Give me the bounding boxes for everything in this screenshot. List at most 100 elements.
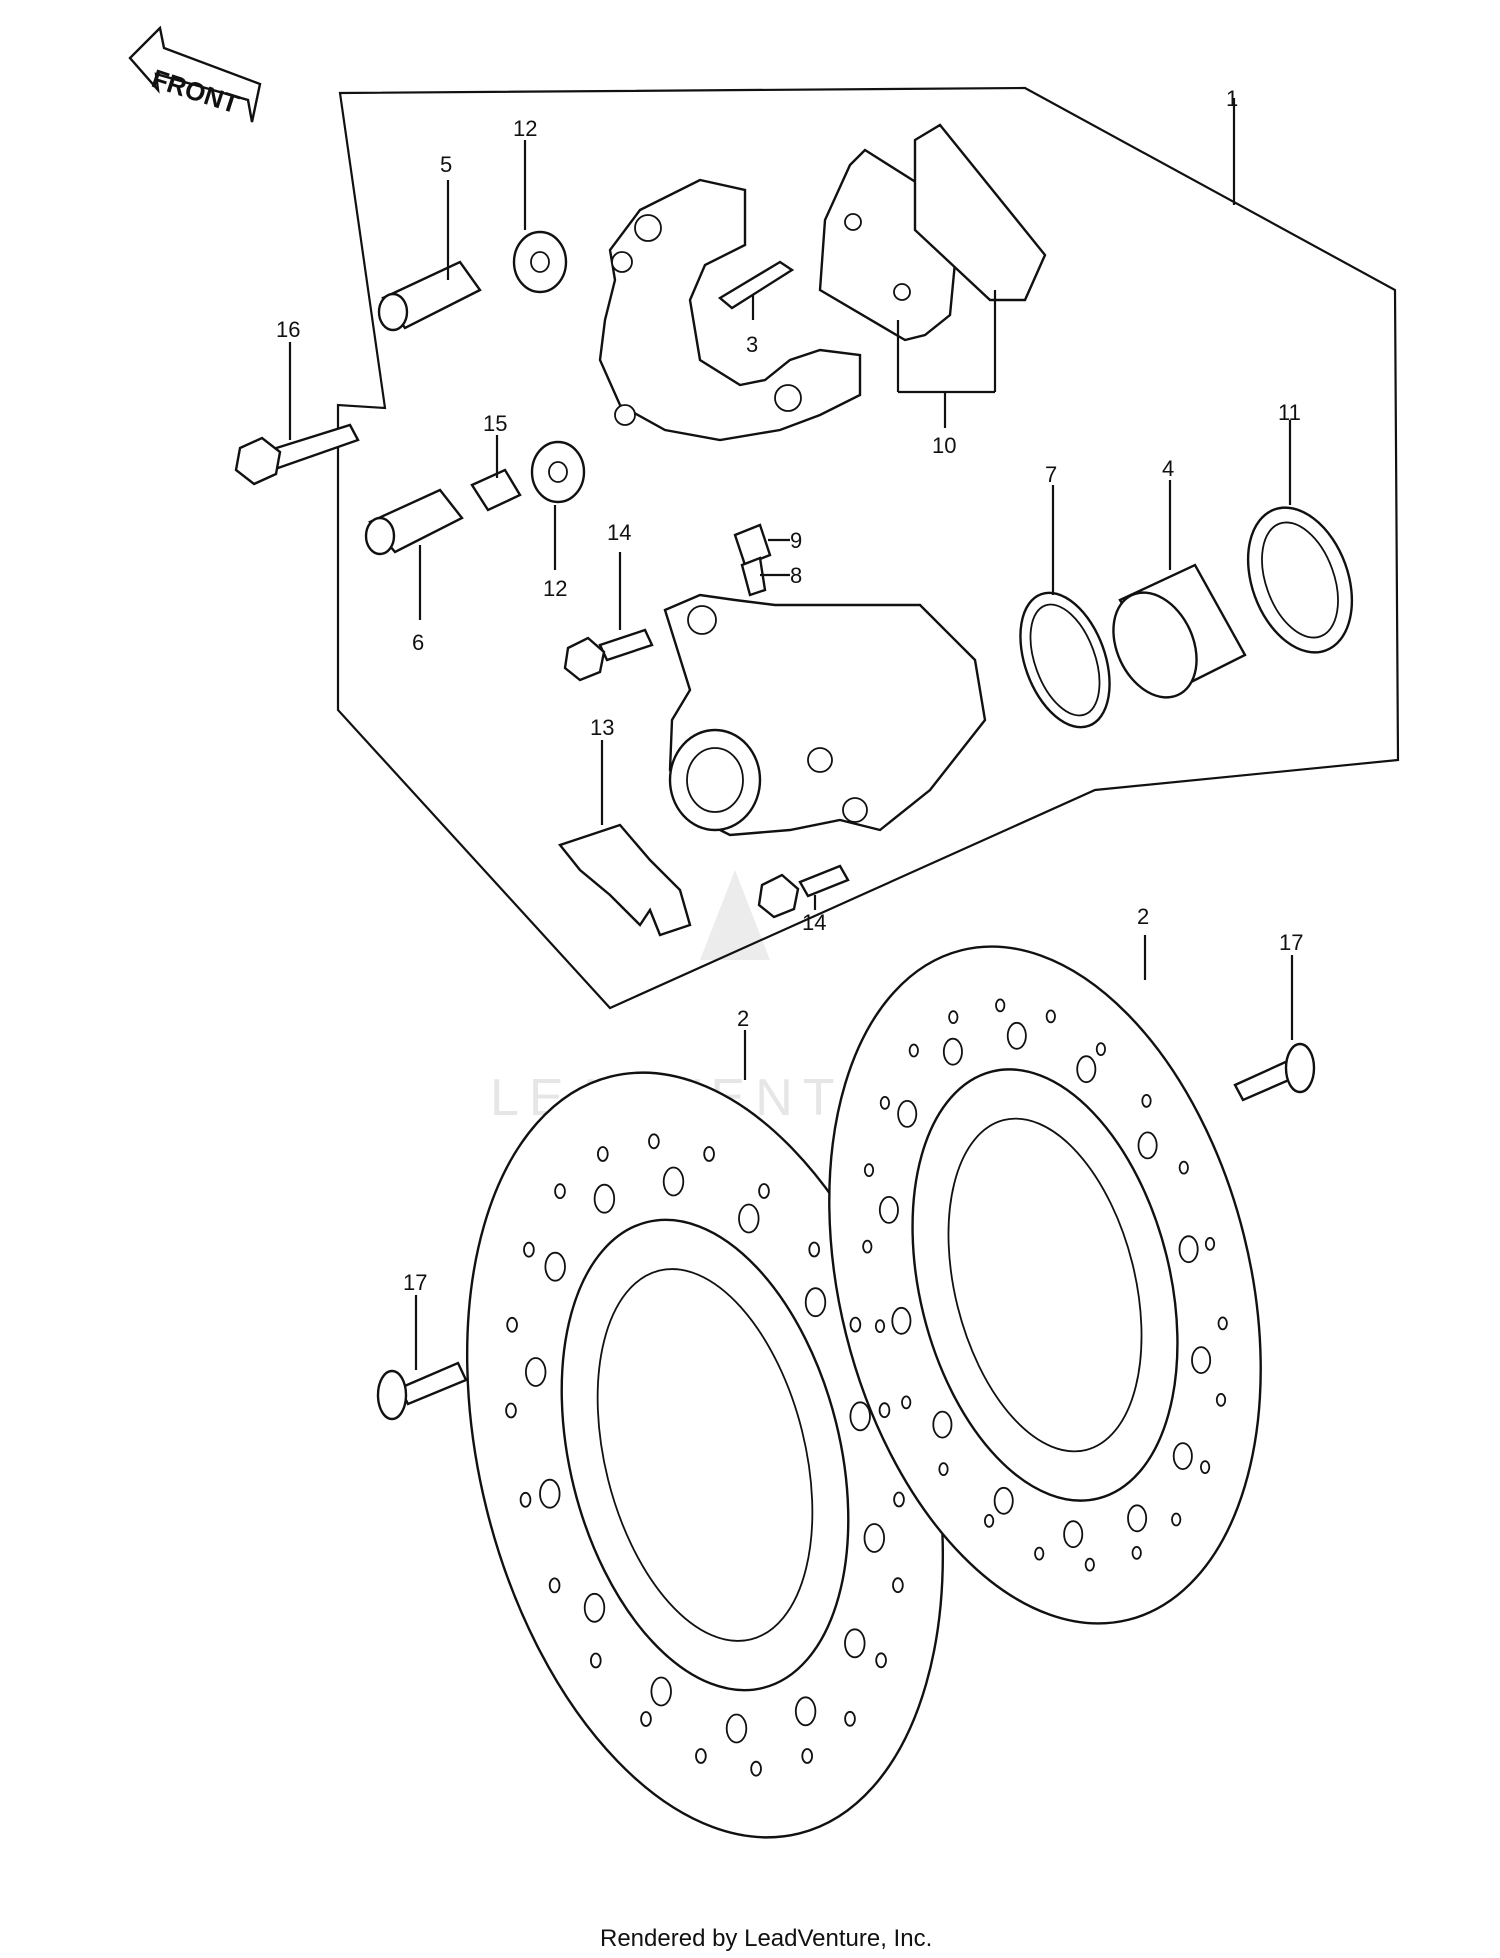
callout-2-right: 2 [1137, 904, 1149, 929]
brake-pad-set [818, 123, 1047, 342]
callout-11: 11 [1278, 400, 1301, 425]
dust-boot-lower [530, 440, 586, 504]
disc-vent-hole [758, 1183, 770, 1199]
callout-2-left: 2 [737, 1006, 749, 1031]
callout-9: 9 [790, 528, 802, 553]
disc-lightening-hole [891, 1306, 912, 1335]
callout-17-right: 17 [1279, 930, 1303, 955]
disc-lightening-hole [942, 1037, 963, 1066]
disc-lightening-hole [738, 1203, 760, 1234]
disc-lightening-hole [993, 1486, 1014, 1515]
disc-vent-hole [892, 1577, 904, 1594]
disc-vent-hole [1095, 1042, 1107, 1056]
disc-vent-hole [695, 1748, 707, 1764]
disc-vent-hole [1034, 1546, 1045, 1561]
disc-vent-hole [995, 998, 1006, 1013]
bolt-long [234, 423, 360, 486]
disc-vent-hole [983, 1514, 995, 1528]
leader-lines [288, 98, 1294, 1370]
disc-vent-hole [874, 1319, 886, 1333]
disc-vent-hole [703, 1146, 715, 1162]
disc-vent-hole [948, 1010, 959, 1024]
callouts: 1 2 2 3 4 5 6 7 8 9 10 11 12 12 13 14 14… [276, 86, 1303, 1295]
brake-disc-left [465, 1071, 945, 1839]
disc-bolt-left [376, 1361, 468, 1421]
callout-12-lower: 12 [543, 576, 567, 601]
disc-vent-hole [554, 1183, 566, 1200]
disc-vent-hole [844, 1710, 856, 1727]
piston-dust-seal [1246, 506, 1354, 654]
disc-lightening-hole [1178, 1235, 1199, 1264]
disc-lightening-hole [1076, 1055, 1097, 1084]
disc-vent-hole [878, 1402, 891, 1419]
disc-vent-hole [505, 1402, 517, 1419]
disc-vent-hole [875, 1652, 887, 1669]
disc-lightening-hole [583, 1592, 606, 1623]
caliper-body [663, 593, 987, 837]
disc-vent-hole [893, 1491, 905, 1508]
disc-vent-hole [506, 1316, 518, 1333]
callout-13: 13 [590, 715, 614, 740]
disc-vent-hole [1084, 1557, 1095, 1572]
disc-vent-hole [862, 1239, 873, 1254]
callout-7: 7 [1045, 462, 1057, 487]
disc-vent-hole [519, 1491, 532, 1508]
mounting-bolt-upper [563, 628, 654, 682]
callout-12-upper: 12 [513, 116, 537, 141]
disc-lightening-hole [1006, 1021, 1027, 1050]
pin-sleeve [470, 468, 522, 512]
disc-lightening-hole [725, 1713, 748, 1744]
callout-3: 3 [746, 332, 758, 357]
disc-vent-hole [1215, 1393, 1227, 1407]
callout-6: 6 [412, 630, 424, 655]
disc-vent-hole [648, 1133, 660, 1150]
disc-vent-hole [801, 1748, 813, 1764]
callout-8: 8 [790, 563, 802, 588]
disc-lightening-hole [544, 1251, 566, 1282]
disc-lightening-hole [794, 1696, 817, 1727]
disc-vent-hole [863, 1163, 875, 1177]
disc-lightening-hole [1172, 1442, 1193, 1470]
disc-vent-hole [548, 1577, 561, 1594]
callout-10: 10 [932, 433, 956, 458]
slide-pin-lower [364, 488, 464, 556]
disc-lightening-hole [593, 1183, 616, 1214]
callout-14-upper: 14 [607, 520, 631, 545]
disc-vent-hole [1178, 1160, 1189, 1175]
caliper-bracket [598, 178, 862, 442]
callout-17-left: 17 [403, 1270, 427, 1295]
callout-14-lower: 14 [802, 910, 826, 935]
mounting-bolt-lower [757, 864, 850, 919]
disc-lightening-hole [1137, 1131, 1158, 1160]
disc-vent-hole [1045, 1009, 1056, 1024]
callout-4: 4 [1162, 456, 1174, 481]
disc-lightening-hole [897, 1100, 918, 1128]
dust-boot-upper [512, 230, 568, 294]
disc-vent-hole [879, 1096, 891, 1110]
callout-16: 16 [276, 317, 300, 342]
caliper-piston [1112, 563, 1247, 699]
disc-vent-hole [1217, 1316, 1228, 1331]
slide-pin-upper [377, 260, 482, 332]
disc-lightening-hole [878, 1196, 899, 1224]
disc-vent-hole [908, 1043, 919, 1058]
anti-rattle-spring [557, 823, 692, 937]
footer-credit: Rendered by LeadVenture, Inc. [600, 1925, 932, 1952]
callout-1: 1 [1226, 86, 1238, 111]
disc-vent-hole [523, 1241, 535, 1258]
disc-lightening-hole [1127, 1504, 1148, 1533]
disc-lightening-hole [932, 1410, 953, 1439]
disc-vent-hole [596, 1146, 609, 1162]
disc-vent-hole [901, 1395, 912, 1410]
disc-lightening-hole [539, 1478, 561, 1509]
disc-vent-hole [808, 1241, 820, 1258]
disc-lightening-hole [1063, 1520, 1084, 1549]
piston-seal [1019, 591, 1111, 729]
callout-15: 15 [483, 411, 507, 436]
disc-bolt-right [1233, 1042, 1316, 1102]
disc-vent-hole [849, 1316, 862, 1333]
brake-disc-right [828, 945, 1262, 1625]
disc-lightening-hole [804, 1287, 827, 1318]
bleeder-valve [733, 523, 772, 597]
